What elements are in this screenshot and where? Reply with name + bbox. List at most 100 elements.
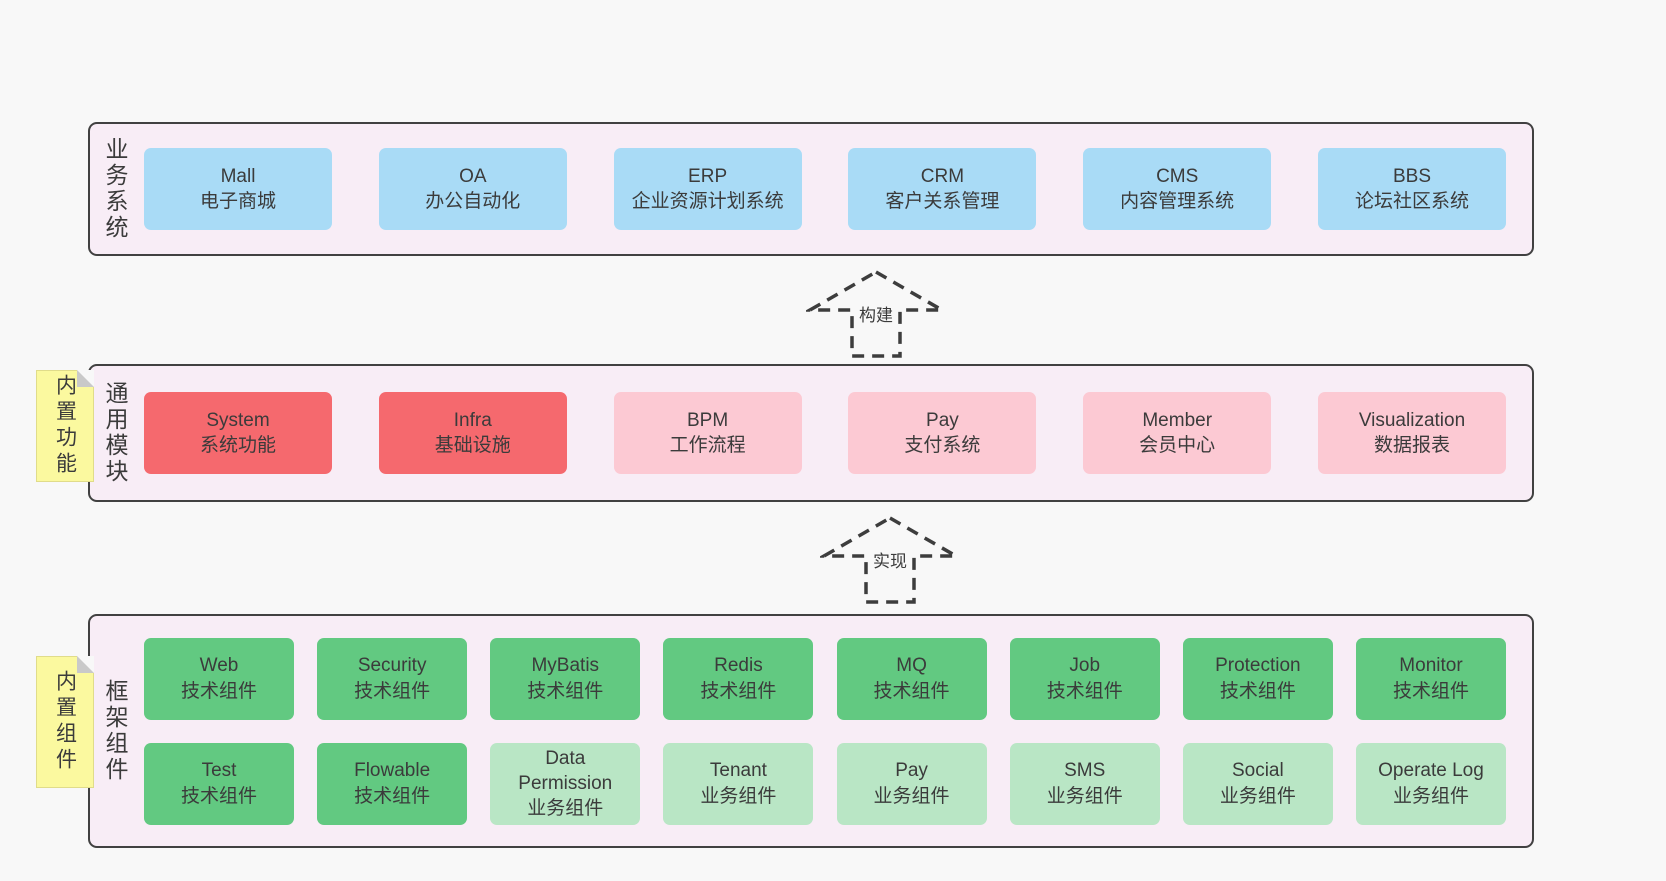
box-redis: Redis 技术组件 — [663, 637, 814, 720]
box-oa: OA 办公自动化 — [378, 148, 567, 230]
box-subtitle: 会员中心 — [1139, 435, 1216, 456]
box-monitor: Monitor 技术组件 — [1355, 637, 1506, 720]
sticky-note-builtin-components: 内置组件 — [36, 656, 94, 788]
components-grid: Web 技术组件 Security 技术组件 MyBatis 技术组件 Redi… — [126, 637, 1532, 825]
box-member: Member 会员中心 — [1083, 392, 1272, 474]
box-title: Test — [201, 760, 237, 782]
box-title: Infra — [453, 409, 492, 431]
box-web: Web 技术组件 — [144, 637, 294, 720]
box-title: Monitor — [1399, 655, 1463, 677]
box-crm: CRM 客户关系管理 — [848, 148, 1037, 230]
box-bpm: BPM 工作流程 — [613, 392, 802, 474]
sticky-note-builtin-features: 内置功能 — [36, 370, 94, 482]
box-pay-component: Pay 业务组件 — [836, 742, 987, 825]
implement-arrow-label: 实现 — [870, 551, 910, 574]
box-subtitle: 技术组件 — [700, 680, 777, 702]
box-title: System — [206, 409, 270, 431]
build-arrow: 构建 — [806, 268, 946, 360]
box-subtitle: 内容管理系统 — [1120, 191, 1235, 212]
box-operate-log: Operate Log 业务组件 — [1355, 742, 1506, 825]
box-subtitle: 企业资源计划系统 — [631, 191, 784, 212]
box-flowable: Flowable 技术组件 — [317, 742, 468, 825]
box-title: SMS — [1064, 760, 1106, 782]
box-subtitle: 技术组件 — [873, 680, 950, 702]
box-subtitle: 技术组件 — [1392, 680, 1469, 702]
box-title: Operate Log — [1378, 760, 1484, 782]
box-title: CRM — [920, 165, 965, 187]
box-subtitle: 技术组件 — [527, 680, 604, 702]
box-subtitle: 业务组件 — [700, 785, 777, 807]
box-bbs: BBS 论坛社区系统 — [1317, 148, 1506, 230]
box-title: OA — [459, 165, 487, 187]
box-title: Protection — [1215, 655, 1301, 677]
box-title: Member — [1142, 409, 1213, 431]
box-protection: Protection 技术组件 — [1182, 637, 1333, 720]
box-subtitle: 客户关系管理 — [885, 191, 1000, 212]
box-subtitle: 技术组件 — [180, 785, 257, 807]
box-title: Tenant — [709, 760, 767, 782]
box-title: MyBatis — [531, 655, 600, 677]
band-business-systems: 业务系统 Mall 电子商城 OA 办公自动化 ERP 企业资源计划系统 CRM… — [88, 122, 1534, 256]
box-subtitle: 工作流程 — [669, 435, 746, 456]
box-subtitle: 系统功能 — [199, 435, 276, 456]
box-title: Pay — [895, 760, 928, 782]
box-title: Job — [1069, 655, 1101, 677]
band-framework-components: 框架组件 Web 技术组件 Security 技术组件 MyBatis 技术组件… — [88, 614, 1534, 848]
sticky-note-text: 内置组件 — [53, 670, 77, 774]
dashed-up-arrow-icon — [820, 515, 960, 604]
box-social: Social 业务组件 — [1182, 742, 1333, 825]
box-subtitle: 电子商城 — [199, 191, 276, 212]
box-subtitle: 数据报表 — [1373, 435, 1450, 456]
box-subtitle: 业务组件 — [527, 798, 604, 820]
box-title: CMS — [1156, 165, 1199, 187]
box-title: Data Permission — [518, 747, 613, 794]
box-sms: SMS 业务组件 — [1009, 742, 1160, 825]
modules-boxes-row: System 系统功能 Infra 基础设施 BPM 工作流程 Pay 支付系统… — [126, 392, 1532, 474]
box-data-permission: Data Permission 业务组件 — [490, 742, 641, 825]
box-title: Visualization — [1358, 409, 1466, 431]
box-subtitle: 技术组件 — [354, 680, 431, 702]
box-title: Security — [357, 655, 427, 677]
box-security: Security 技术组件 — [317, 637, 468, 720]
box-subtitle: 业务组件 — [873, 785, 950, 807]
business-boxes-row: Mall 电子商城 OA 办公自动化 ERP 企业资源计划系统 CRM 客户关系… — [126, 148, 1532, 230]
box-erp: ERP 企业资源计划系统 — [613, 148, 802, 230]
box-cms: CMS 内容管理系统 — [1083, 148, 1272, 230]
box-visualization: Visualization 数据报表 — [1317, 392, 1506, 474]
box-job: Job 技术组件 — [1009, 637, 1160, 720]
box-title: Redis — [714, 655, 763, 677]
box-title: Social — [1231, 760, 1284, 782]
box-test: Test 技术组件 — [144, 742, 294, 825]
band-label-modules: 通用模块 — [102, 381, 128, 485]
box-subtitle: 技术组件 — [180, 680, 257, 702]
box-mybatis: MyBatis 技术组件 — [490, 637, 641, 720]
build-arrow-label: 构建 — [856, 305, 896, 328]
box-subtitle: 基础设施 — [434, 435, 511, 456]
box-title: Flowable — [354, 760, 431, 782]
implement-arrow: 实现 — [820, 514, 960, 606]
band-label-components: 框架组件 — [102, 679, 128, 783]
box-title: Pay — [926, 409, 959, 431]
box-subtitle: 办公自动化 — [425, 191, 521, 212]
box-subtitle: 业务组件 — [1046, 785, 1123, 807]
box-mq: MQ 技术组件 — [836, 637, 987, 720]
band-label-business: 业务系统 — [102, 137, 128, 241]
box-subtitle: 支付系统 — [904, 435, 981, 456]
box-pay-system: Pay 支付系统 — [848, 392, 1037, 474]
box-title: ERP — [688, 165, 728, 187]
box-tenant: Tenant 业务组件 — [663, 742, 814, 825]
box-subtitle: 业务组件 — [1392, 785, 1469, 807]
box-mall: Mall 电子商城 — [144, 148, 332, 230]
box-subtitle: 技术组件 — [354, 785, 431, 807]
box-subtitle: 论坛社区系统 — [1354, 191, 1469, 212]
box-subtitle: 技术组件 — [1046, 680, 1123, 702]
box-title: BPM — [687, 409, 729, 431]
box-infra: Infra 基础设施 — [378, 392, 567, 474]
box-title: Web — [199, 655, 239, 677]
box-subtitle: 技术组件 — [1219, 680, 1296, 702]
band-common-modules: 通用模块 System 系统功能 Infra 基础设施 BPM 工作流程 Pay… — [88, 364, 1534, 502]
box-title: MQ — [896, 655, 927, 677]
box-system: System 系统功能 — [144, 392, 332, 474]
box-title: Mall — [220, 165, 256, 187]
